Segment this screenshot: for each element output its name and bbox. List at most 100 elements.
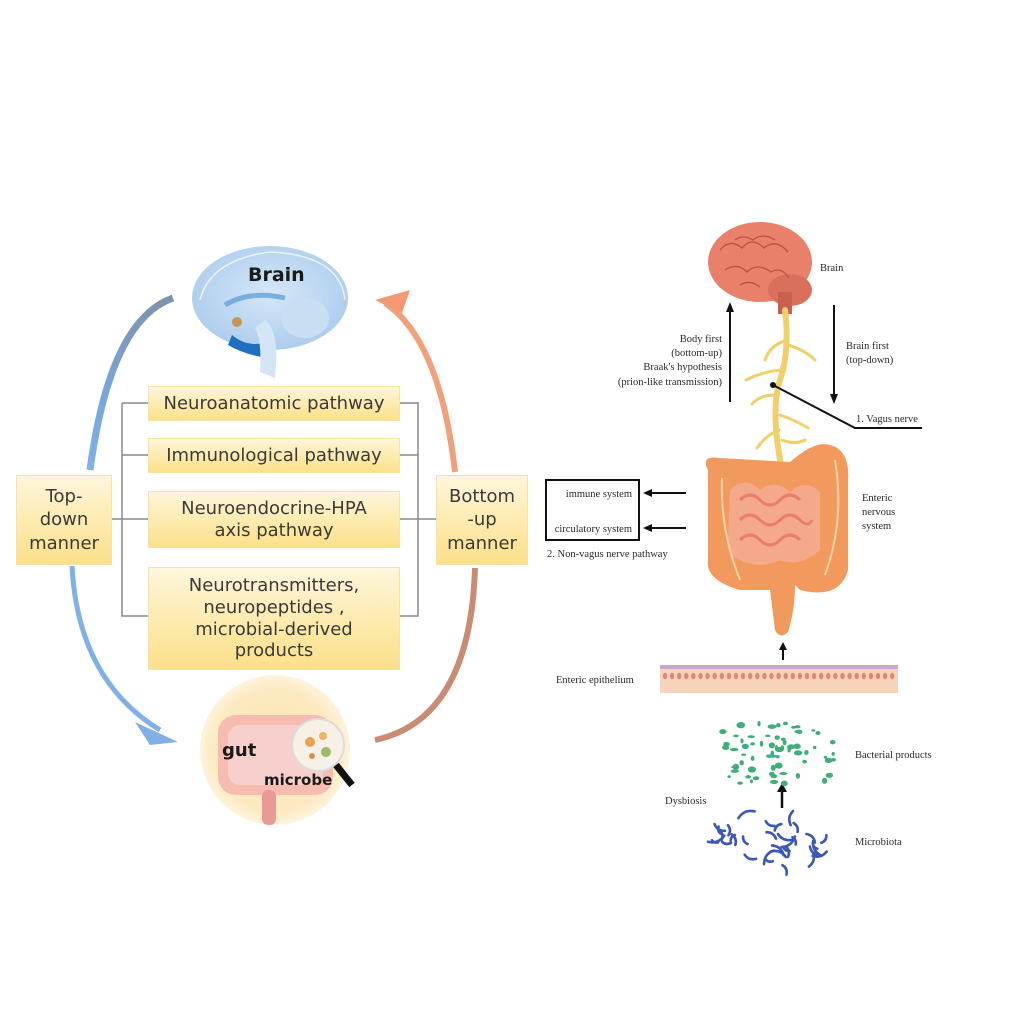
- bacterial-product-dot: [831, 751, 835, 756]
- microbiota-rod: [791, 835, 798, 846]
- bacterial-product-dot: [774, 735, 780, 740]
- bacterial-product-dot: [741, 743, 749, 750]
- non-vagus-pathway-label: 2. Non-vagus nerve pathway: [547, 549, 668, 560]
- brain-first-arrow: [830, 305, 838, 404]
- enteric-nervous-system-label: Enteric nervous system: [862, 492, 895, 535]
- bottom-up-line-1: Bottom: [448, 485, 516, 507]
- epithelium-cell-nucleus: [733, 672, 739, 680]
- microbiota-rod: [770, 844, 785, 857]
- enteric-epithelium-illustration: [660, 665, 898, 693]
- microbiota-rod: [764, 819, 776, 828]
- bacterial-product-dot: [750, 755, 755, 761]
- bacterial-product-dot: [733, 734, 739, 738]
- bacterial-product-dot: [737, 781, 743, 785]
- bacterial-product-dot: [752, 776, 760, 781]
- top-down-manner-box: Top- down manner: [16, 475, 112, 565]
- bacterial-product-dot: [732, 763, 740, 771]
- enteric-epithelium-label: Enteric epithelium: [556, 675, 634, 686]
- epithelium-cell-nucleus: [726, 672, 732, 680]
- microbiota-label: Microbiota: [855, 837, 902, 848]
- epithelium-cell-nucleus: [826, 672, 831, 680]
- microbiota-rod: [729, 833, 737, 842]
- vagus-nerve-illustration: [744, 307, 817, 473]
- bacterial-product-dot: [780, 737, 786, 741]
- bottom-up-manner-box: Bottom -up manner: [436, 475, 528, 565]
- bacterial-product-dot: [782, 739, 787, 746]
- top-down-arrowhead: [135, 722, 178, 745]
- microbiota-rod: [737, 809, 756, 820]
- microbiota-rod: [781, 863, 789, 876]
- bacterial-product-dot: [747, 735, 755, 739]
- bacterial-product-dot: [765, 734, 771, 738]
- epithelium-cell-nucleus: [847, 672, 852, 680]
- pathway-label: Immunological pathway: [166, 444, 382, 466]
- epithelium-cell-nucleus: [769, 672, 774, 680]
- top-down-line-3: manner: [29, 532, 99, 554]
- bottom-up-arrow-upper: [383, 300, 458, 473]
- microbiota-rod: [792, 821, 800, 834]
- bacterial-product-dot: [738, 723, 742, 726]
- bacterial-product-dot: [750, 742, 756, 746]
- epithelium-cell-nucleus: [875, 672, 881, 680]
- top-down-arrow-lower: [69, 565, 162, 733]
- epithelium-cell-nucleus: [854, 672, 859, 680]
- bacterial-product-dot: [774, 762, 783, 769]
- pathway-label: Neuroendocrine-HPA: [181, 497, 367, 519]
- bacterial-product-dot: [747, 766, 756, 773]
- ens-line: system: [862, 521, 892, 533]
- bacterial-product-dot: [829, 739, 836, 745]
- epithelium-cell-nucleus: [819, 672, 824, 680]
- epithelium-cell-nucleus: [783, 672, 788, 680]
- microbiota-rods: [706, 809, 828, 876]
- bacterial-product-dot: [802, 759, 807, 764]
- microbiota-rod: [743, 853, 758, 861]
- epithelium-cell-nucleus: [698, 672, 703, 680]
- brain-first-line: Brain first: [846, 341, 889, 352]
- epithelium-cell-nucleus: [705, 672, 710, 680]
- epithelium-cell-nucleus: [797, 672, 803, 680]
- pathway-neuroanatomic: Neuroanatomic pathway: [148, 386, 400, 421]
- microbiota-rod: [773, 822, 783, 832]
- immune-arrow: [643, 489, 686, 497]
- vagus-pointer-line: [772, 384, 922, 429]
- pathway-label: Neuroanatomic pathway: [163, 392, 385, 414]
- microbiota-rod: [776, 832, 795, 842]
- pathway-label: Neurotransmitters,: [188, 575, 360, 597]
- bottom-up-arrow-lower: [374, 567, 478, 743]
- top-down-line-2: down: [39, 509, 89, 531]
- epithelium-cell-nucleus: [719, 672, 724, 680]
- pathway-neuroendocrine: Neuroendocrine-HPA axis pathway: [148, 491, 400, 548]
- body-first-line: (bottom-up): [671, 348, 722, 360]
- bacterial-product-dot: [759, 740, 764, 747]
- top-down-line-1: Top-: [45, 485, 83, 507]
- epithelium-cell-nucleus: [868, 672, 874, 680]
- microbiota-rod: [710, 838, 720, 844]
- body-first-label: Body first (bottom-up) Braak's hypothesi…: [600, 333, 722, 390]
- epithelium-cell-nucleus: [748, 672, 753, 680]
- magnifier-handle: [333, 762, 355, 788]
- epithelium-cell-nucleus: [662, 672, 668, 680]
- right-brain-label: Brain: [820, 263, 844, 274]
- ens-line: nervous: [862, 507, 896, 519]
- epithelium-cell-nucleus: [840, 672, 845, 680]
- body-first-line: Body first: [679, 334, 722, 345]
- epithelium-cell-nucleus: [790, 672, 795, 680]
- body-first-line: (prion-like transmission): [617, 376, 722, 388]
- circulatory-system-label: circulatory system: [554, 524, 632, 535]
- bacterial-product-dot: [811, 729, 816, 732]
- bacterial-product-dot: [770, 773, 778, 779]
- pathway-immunological: Immunological pathway: [148, 438, 400, 473]
- microbiota-rod: [780, 835, 797, 849]
- bacterial-product-dot: [767, 724, 777, 729]
- epithelium-to-gut-arrow: [779, 642, 787, 660]
- microbiota-rod: [787, 809, 795, 827]
- bacterial-product-dot: [790, 725, 797, 729]
- bacterial-product-dot: [757, 721, 761, 727]
- epithelium-cell-nucleus: [833, 672, 838, 680]
- epithelium-cell-nucleus: [882, 672, 888, 680]
- microbiota-rod: [769, 849, 788, 859]
- bottom-up-arrowhead: [375, 290, 410, 313]
- body-first-arrow: [726, 302, 734, 402]
